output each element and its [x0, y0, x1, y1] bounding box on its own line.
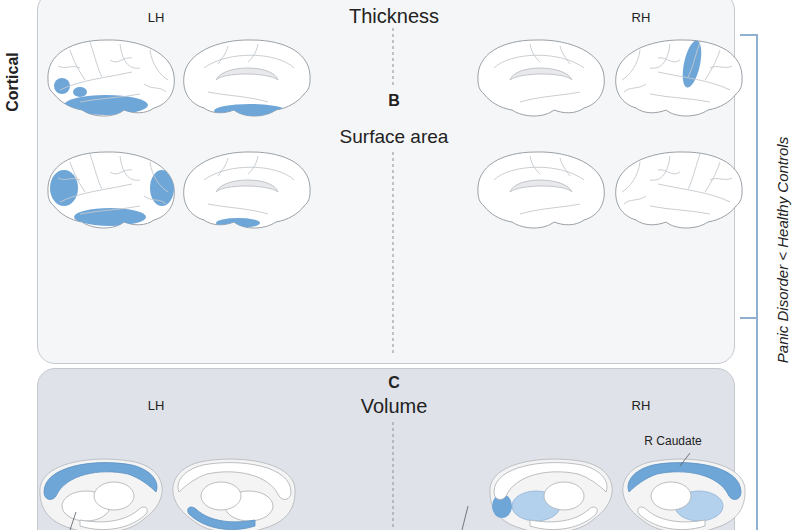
brain-lateral-lh-part	[58, 42, 168, 102]
brain-medial-lh-part-part	[216, 218, 260, 228]
subcortical-medial-rh	[490, 459, 612, 530]
panel-heading: Volume	[361, 395, 428, 418]
subcortical-lateral-lh-part	[80, 507, 147, 530]
subcortical-lateral-lh	[40, 459, 162, 530]
panel-letter: C	[388, 374, 400, 392]
brain-lateral-lh-part-part	[73, 87, 87, 97]
structure-label: R Caudate	[644, 435, 701, 449]
brain-lateral-rh-part	[616, 152, 742, 228]
brain-medial-rh-part	[494, 44, 584, 102]
group-bracket	[740, 35, 757, 530]
subcortical-medial-rh-part	[490, 459, 612, 530]
subcortical-medial-lh-part	[201, 482, 241, 510]
brain-lateral-lh-part	[48, 40, 174, 116]
brain-medial-rh-part	[494, 156, 584, 214]
panel-heading: Thickness	[349, 5, 439, 28]
brain-medial-lh-part	[184, 40, 310, 116]
brain-lateral-lh-part	[58, 154, 168, 214]
brain-medial-lh-part	[214, 104, 286, 118]
brain-lateral-rh-part	[622, 154, 732, 214]
brain-lateral-lh-part-part	[50, 170, 78, 206]
brain-medial-rh-part	[510, 68, 572, 80]
brain-lateral-rh	[616, 39, 742, 116]
hemisphere-divider	[393, 28, 394, 356]
subcortical-medial-lh-part	[178, 463, 291, 500]
brain-lateral-rh-part	[622, 42, 732, 102]
brain-medial-rh-part	[510, 180, 572, 192]
brain-lateral-lh-part-part	[54, 78, 70, 94]
subcortical-lateral-rh-part	[675, 491, 723, 521]
panel-letter: B	[388, 92, 400, 110]
brain-lateral-lh-part	[54, 78, 148, 115]
subcortical-medial-lh-part	[188, 507, 255, 530]
figure-panel: LH Thickness RH B Surface area	[37, 0, 735, 364]
leader-line	[462, 506, 468, 530]
brain-lateral-lh-part-part	[150, 170, 174, 206]
subcortical-medial-lh-part	[173, 459, 295, 530]
brain-lateral-rh	[616, 152, 742, 228]
brain-medial-rh	[478, 152, 604, 228]
subcortical-medial-lh-part	[225, 491, 273, 521]
brain-medial-rh-part	[478, 152, 604, 228]
leader-line	[680, 453, 690, 466]
hemisphere-label: RH	[632, 11, 651, 26]
subcortical-lateral-lh-part	[40, 459, 162, 530]
hemisphere-label: RH	[632, 399, 651, 414]
subcortical-medial-rh-part	[494, 463, 607, 500]
subcortical-medial-lh	[173, 459, 295, 530]
subcortical-medial-rh-part	[544, 482, 584, 510]
subcortical-lateral-rh-part	[623, 459, 745, 530]
brain-medial-lh-part	[204, 156, 294, 214]
subcortical-medial-rh-part	[512, 491, 560, 521]
brain-medial-rh	[478, 40, 604, 116]
brain-medial-lh-part	[216, 218, 260, 228]
subcortical-lateral-lh-part	[62, 491, 110, 521]
panel-heading: Surface area	[340, 126, 449, 148]
subcortical-lateral-lh-part	[94, 482, 134, 510]
brain-lateral-lh-part-part	[64, 95, 148, 115]
hemisphere-label: LH	[148, 11, 165, 26]
brain-lateral-rh-part-part	[679, 39, 705, 89]
subcortical-lateral-rh	[623, 459, 745, 530]
figure-panel: C Volume LH RH R Caudate	[37, 368, 735, 530]
brain-medial-lh-part	[216, 180, 278, 192]
brain-lateral-lh-part-part	[74, 208, 146, 226]
subcortical-medial-rh-part	[530, 507, 597, 530]
subcortical-medial-rh-part	[492, 494, 512, 518]
brain-medial-rh-part	[478, 40, 604, 116]
brain-lateral-lh	[48, 40, 174, 116]
group-label: Panic Disorder < Healthy Controls	[774, 137, 791, 363]
brain-medial-lh-part	[216, 68, 278, 80]
brain-medial-lh-part-part	[214, 104, 286, 118]
brain-lateral-lh	[48, 152, 174, 228]
brain-medial-lh	[184, 152, 310, 228]
subcortical-lateral-rh-part	[638, 507, 705, 530]
brain-medial-lh-part	[184, 152, 310, 228]
subcortical-lateral-rh-part	[651, 482, 691, 510]
brain-lateral-lh-part	[50, 170, 174, 226]
hemisphere-divider	[393, 422, 394, 530]
leader-line	[70, 512, 76, 530]
brain-lateral-rh-part	[679, 39, 705, 89]
brain-lateral-rh-part	[616, 40, 742, 116]
brain-lateral-lh-part	[48, 152, 174, 228]
hemisphere-label: LH	[148, 399, 165, 414]
subcortical-lateral-rh-part	[628, 463, 741, 500]
brain-medial-lh-part	[204, 44, 294, 102]
row-label: Cortical	[4, 52, 22, 112]
brain-medial-lh	[184, 40, 310, 118]
subcortical-lateral-lh-part	[44, 463, 157, 500]
